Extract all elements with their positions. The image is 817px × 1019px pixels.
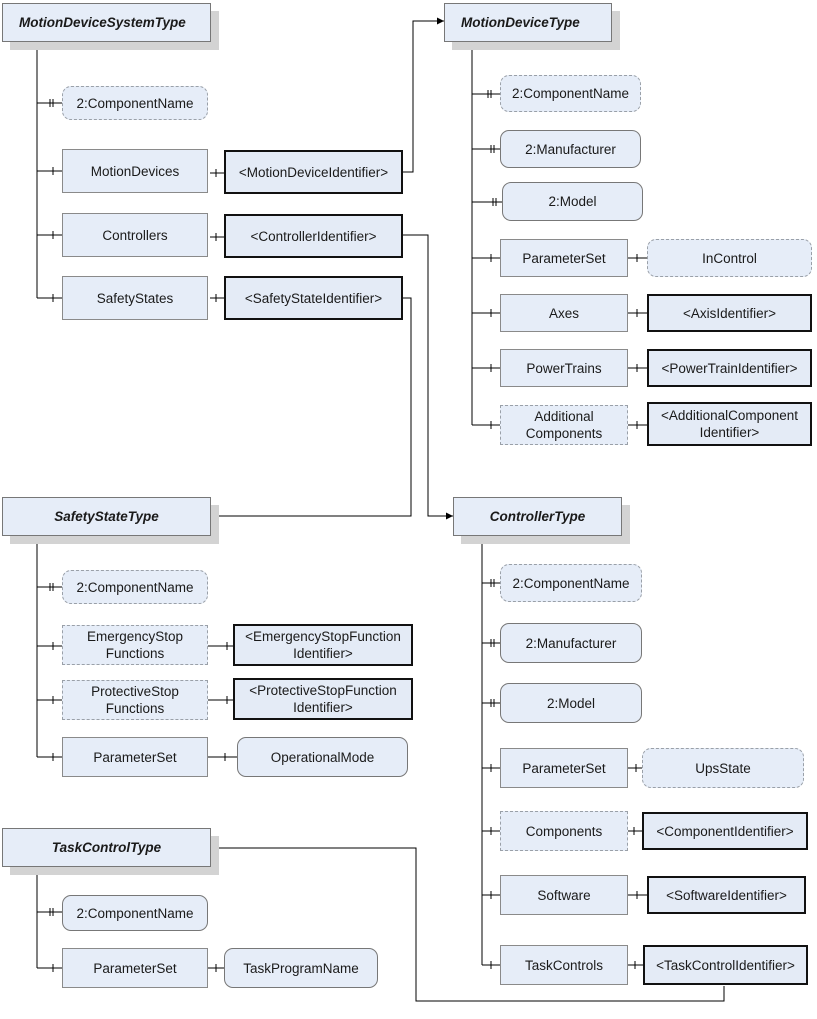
ctrl-task-control-identifier[interactable]: <TaskControlIdentifier>	[643, 945, 808, 985]
node-label: 2:Model	[548, 194, 597, 209]
ctrl-component-name[interactable]: 2:ComponentName	[500, 564, 642, 602]
node-label: Axes	[548, 305, 579, 321]
node-label-line1: <EmergencyStopFunction	[245, 629, 401, 644]
tc-task-program-name[interactable]: TaskProgramName	[224, 948, 378, 988]
node-label: 2:ComponentName	[76, 95, 194, 111]
node-label: 2:Manufacturer	[525, 635, 617, 651]
md-parameter-set[interactable]: ParameterSet	[500, 239, 628, 277]
node-label: <ControllerIdentifier>	[250, 228, 377, 244]
node-label: 2:ComponentName	[76, 905, 194, 921]
ctrl-ups-state[interactable]: UpsState	[642, 748, 804, 788]
node-label: ParameterSet	[93, 960, 177, 976]
node-label: OperationalMode	[270, 749, 375, 765]
node-label: <AxisIdentifier>	[682, 305, 777, 321]
mds-safety-state-identifier[interactable]: <SafetyStateIdentifier>	[224, 276, 403, 320]
md-axes[interactable]: Axes	[500, 294, 628, 332]
node-label: <TaskControlIdentifier>	[656, 957, 795, 973]
node-label-line2: Identifier>	[699, 425, 760, 440]
node-label-line1: EmergencyStop	[86, 629, 184, 644]
tc-parameter-set[interactable]: ParameterSet	[62, 948, 208, 988]
md-power-train-identifier[interactable]: <PowerTrainIdentifier>	[647, 349, 812, 387]
node-label: <MotionDeviceIdentifier>	[238, 164, 389, 180]
ctrl-manufacturer[interactable]: 2:Manufacturer	[500, 623, 642, 663]
ctrl-components[interactable]: Components	[500, 811, 628, 851]
node-label: 2:Model	[546, 695, 596, 711]
ss-parameter-set[interactable]: ParameterSet	[62, 737, 208, 777]
node-label: SafetyStates	[96, 290, 174, 306]
ss-operational-mode[interactable]: OperationalMode	[237, 737, 408, 777]
type-title: TaskControlType	[51, 840, 162, 855]
md-component-name[interactable]: 2:ComponentName	[500, 75, 641, 112]
node-label: ParameterSet	[93, 749, 177, 765]
mds-motion-device-identifier[interactable]: <MotionDeviceIdentifier>	[224, 150, 403, 194]
mds-component-name[interactable]: 2:ComponentName	[62, 86, 208, 120]
node-label: ParameterSet	[522, 760, 606, 776]
node-label: <SoftwareIdentifier>	[666, 887, 787, 903]
safety-state-type[interactable]: SafetyStateType	[2, 497, 211, 536]
type-title: ControllerType	[489, 509, 586, 524]
node-label-line1: <AdditionalComponent	[661, 408, 798, 423]
md-power-trains[interactable]: PowerTrains	[500, 349, 628, 387]
motion-device-system-type[interactable]: MotionDeviceSystemType	[2, 3, 211, 42]
node-label: TaskProgramName	[243, 960, 359, 976]
ss-component-name[interactable]: 2:ComponentName	[62, 570, 208, 604]
md-manufacturer[interactable]: 2:Manufacturer	[500, 130, 641, 168]
node-label: ParameterSet	[522, 250, 606, 266]
node-label-line2: Identifier>	[293, 700, 353, 715]
type-title: MotionDeviceType	[461, 15, 580, 30]
controller-type[interactable]: ControllerType	[453, 497, 622, 536]
node-label-line2: Identifier>	[293, 646, 353, 661]
node-label: Components	[525, 823, 603, 839]
motion-device-type[interactable]: MotionDeviceType	[444, 3, 612, 42]
md-model[interactable]: 2:Model	[502, 182, 643, 221]
node-label: MotionDevices	[90, 163, 180, 179]
md-axis-identifier[interactable]: <AxisIdentifier>	[647, 294, 812, 332]
mds-controllers[interactable]: Controllers	[62, 213, 208, 257]
node-label-line2: Components	[525, 426, 603, 441]
node-label: Controllers	[102, 227, 168, 243]
node-label: InControl	[702, 250, 757, 266]
node-label-line1: Additional	[534, 409, 594, 424]
node-label: UpsState	[695, 760, 751, 776]
node-label: <ComponentIdentifier>	[656, 823, 794, 839]
mds-motion-devices[interactable]: MotionDevices	[62, 149, 208, 193]
node-label-line1: ProtectiveStop	[91, 684, 179, 699]
ctrl-model[interactable]: 2:Model	[500, 683, 642, 723]
node-label: <PowerTrainIdentifier>	[661, 360, 798, 376]
node-label: TaskControls	[524, 957, 604, 973]
type-title: SafetyStateType	[54, 509, 159, 524]
ctrl-software[interactable]: Software	[500, 875, 628, 915]
node-label-line1: <ProtectiveStopFunction	[249, 683, 397, 698]
mds-controller-identifier[interactable]: <ControllerIdentifier>	[224, 214, 403, 258]
node-label-line2: Functions	[105, 701, 165, 716]
task-control-type[interactable]: TaskControlType	[2, 828, 211, 867]
tc-component-name[interactable]: 2:ComponentName	[62, 895, 208, 931]
ctrl-task-controls[interactable]: TaskControls	[500, 945, 628, 985]
ctrl-software-identifier[interactable]: <SoftwareIdentifier>	[647, 876, 806, 914]
ctrl-parameter-set[interactable]: ParameterSet	[500, 748, 628, 788]
type-title: MotionDeviceSystemType	[19, 15, 186, 30]
mds-safety-states[interactable]: SafetyStates	[62, 276, 208, 320]
node-label: 2:ComponentName	[76, 579, 194, 595]
node-label: Software	[537, 887, 591, 903]
node-label-line2: Functions	[105, 646, 165, 661]
node-label: <SafetyStateIdentifier>	[244, 290, 383, 306]
md-in-control[interactable]: InControl	[647, 239, 812, 277]
node-label: 2:ComponentName	[512, 575, 630, 591]
ctrl-component-identifier[interactable]: <ComponentIdentifier>	[642, 812, 808, 850]
node-label: PowerTrains	[526, 360, 602, 376]
node-label: 2:ComponentName	[511, 86, 630, 101]
node-label: 2:Manufacturer	[525, 141, 616, 157]
